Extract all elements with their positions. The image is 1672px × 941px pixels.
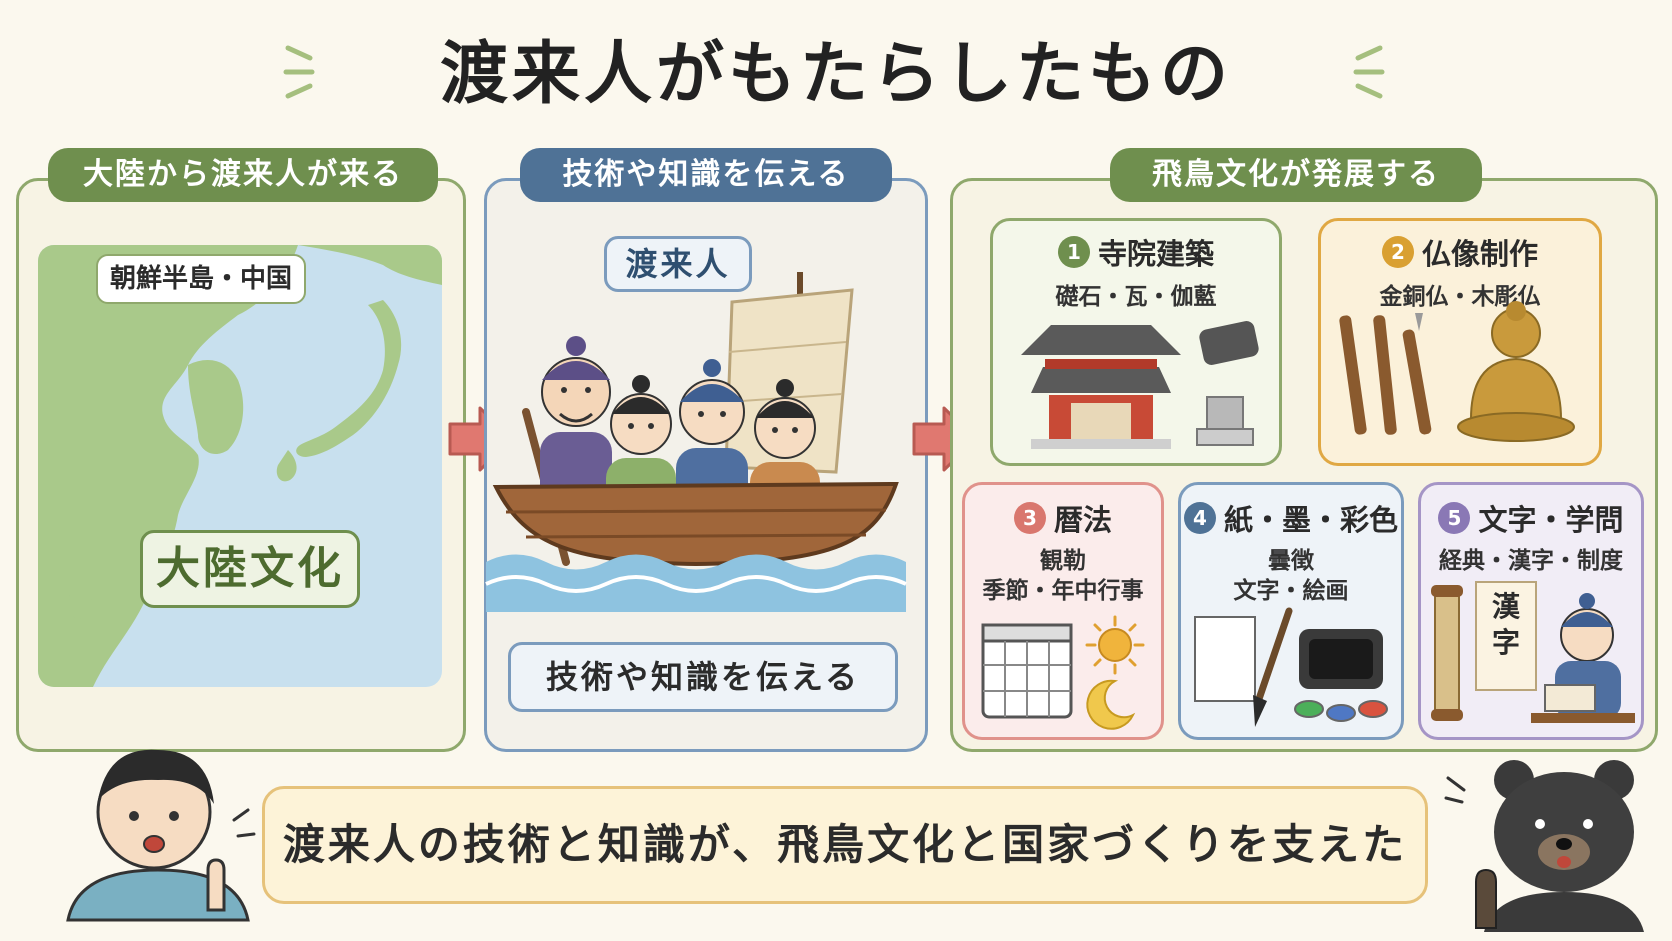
summary-banner: 渡来人の技術と知識が、飛鳥文化と国家づくりを支えた: [262, 786, 1428, 904]
calendar-icon: [981, 623, 1073, 719]
card-number-badge: 5: [1438, 502, 1471, 534]
moon-icon: [1086, 679, 1136, 730]
panel-continent-header: 大陸から渡来人が来る: [48, 148, 438, 202]
continental-culture-label: 大陸文化: [140, 530, 360, 608]
panel-transmission-header: 技術や知識を伝える: [520, 148, 892, 202]
card-title: 仏像制作: [1421, 237, 1538, 271]
card-subtitle: 観勒: [1040, 548, 1086, 574]
title-sparkle-right-icon: [1353, 45, 1385, 99]
card-title: 寺院建築: [1097, 237, 1214, 271]
card-number-badge: 2: [1381, 236, 1414, 268]
card-title: 文字・学問: [1478, 503, 1624, 537]
card-letters-learning: 5 文字・学問 経典・漢字・制度 漢字: [1418, 482, 1644, 740]
scholar-reading-icon: [1531, 593, 1635, 723]
paper-brush-ink-icon: [1194, 607, 1388, 727]
card-subtitle-2: 文字・絵画: [1233, 578, 1349, 604]
card-subtitle: 経典・漢字・制度: [1439, 548, 1623, 574]
card-number-badge: 3: [1013, 502, 1046, 534]
card-subtitle-2: 季節・年中行事: [982, 578, 1144, 604]
bear-character-icon: [1444, 760, 1644, 932]
card-title: 暦法: [1053, 503, 1112, 537]
boy-character-icon: [66, 749, 256, 922]
sun-icon: [1085, 615, 1145, 675]
toraijin-label: 渡来人: [604, 236, 752, 292]
east-asia-map: [38, 245, 442, 687]
boat-with-people-illustration: [485, 272, 907, 612]
kanji-scroll-text: 漢字: [1491, 590, 1520, 659]
temple-icon: [1021, 321, 1259, 449]
card-subtitle: 礎石・瓦・伽藍: [1055, 284, 1217, 310]
panel-asuka-culture-header: 飛鳥文化が発展する: [1110, 148, 1482, 202]
scroll-icon: [1431, 585, 1463, 721]
card-subtitle: 曇徴: [1268, 548, 1314, 574]
card-title: 紙・墨・彩色: [1223, 503, 1398, 537]
map-region-label: 朝鮮半島・中国: [96, 254, 306, 304]
kanji-paper: [1475, 581, 1537, 691]
card-paper-ink-color: 4 紙・墨・彩色 曇徴 文字・絵画: [1178, 482, 1404, 740]
chisel-tools-icon: [1339, 313, 1432, 435]
title-sparkle-left-icon: [283, 45, 315, 99]
map-land-icon: [38, 245, 442, 687]
card-calendar-method: 3 暦法 観勒 季節・年中行事: [962, 482, 1164, 740]
buddha-statue-icon: [1457, 301, 1575, 442]
transmission-bottom-label: 技術や知識を伝える: [508, 642, 898, 712]
card-buddha-statue-making: 2 仏像制作 金銅仏・木彫仏: [1318, 218, 1602, 466]
page-title: 渡来人がもたらしたもの: [439, 35, 1232, 114]
card-number-badge: 4: [1183, 502, 1216, 534]
card-number-badge: 1: [1057, 236, 1090, 268]
card-temple-architecture: 1 寺院建築 礎石・瓦・伽藍: [990, 218, 1282, 466]
